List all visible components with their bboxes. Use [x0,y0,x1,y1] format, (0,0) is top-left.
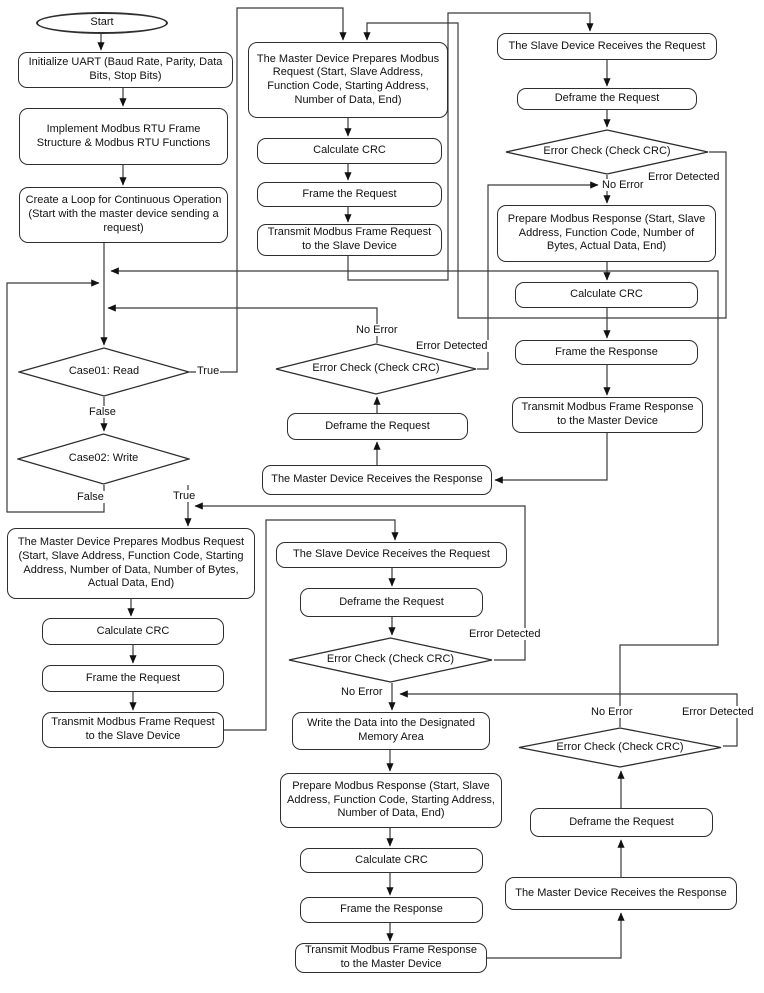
edge-label-case01-true: True [196,365,221,377]
decision-error-check-3: Error Check (Check CRC) [288,637,493,683]
decision-label: Case01: Read [68,365,140,378]
process-slave-receives-request-1: The Slave Device Receives the Request [497,33,717,60]
process-calculate-crc-1: Calculate CRC [257,138,442,164]
decision-label: Error Check (Check CRC) [326,653,455,666]
process-deframe-request-2: Deframe the Request [287,413,468,440]
process-master-prepares-read-request: The Master Device Prepares Modbus Reques… [248,42,448,118]
process-transmit-request-2: Transmit Modbus Frame Request to the Sla… [42,712,224,748]
process-deframe-request-1: Deframe the Request [517,88,697,110]
process-calculate-crc-2: Calculate CRC [515,282,698,308]
process-frame-response-1: Frame the Response [515,340,698,365]
process-frame-request-1: Frame the Request [257,182,442,207]
process-master-receives-response-1: The Master Device Receives the Response [262,465,492,495]
process-slave-receives-request-2: The Slave Device Receives the Request [276,542,507,568]
edge-label-case01-false: False [88,406,117,418]
decision-error-check-1: Error Check (Check CRC) [505,129,709,175]
process-master-receives-response-2: The Master Device Receives the Response [505,877,737,910]
edge-label-no-error-4: No Error [590,706,634,718]
edge-label-case02-true: True [172,490,197,502]
process-master-prepares-write-request: The Master Device Prepares Modbus Reques… [7,528,255,599]
process-write-data-memory: Write the Data into the Designated Memor… [292,712,490,750]
edge-label-case02-false: False [76,491,105,503]
process-transmit-response-1: Transmit Modbus Frame Response to the Ma… [512,397,703,433]
decision-label: Error Check (Check CRC) [556,740,684,753]
process-initialize-uart: Initialize UART (Baud Rate, Parity, Data… [18,52,233,88]
process-transmit-response-2: Transmit Modbus Frame Response to the Ma… [295,943,487,973]
start-terminator: Start [36,12,168,34]
decision-label: Error Check (Check CRC) [312,362,440,375]
process-transmit-request-1: Transmit Modbus Frame Request to the Sla… [257,224,442,256]
process-implement-modbus-rtu: Implement Modbus RTU Frame Structure & M… [19,108,228,165]
decision-case01-read: Case01: Read [18,347,190,397]
process-frame-response-2: Frame the Response [300,897,483,923]
edge-label-error-detected-3: Error Detected [468,628,542,640]
process-frame-request-2: Frame the Request [42,665,224,692]
decision-label: Case02: Write [68,452,139,465]
edge-label-error-detected-2: Error Detected [415,340,489,352]
process-prepare-response-2: Prepare Modbus Response (Start, Slave Ad… [280,773,502,828]
edge-label-no-error-3: No Error [340,686,384,698]
edge-label-error-detected-4: Error Detected [681,706,755,718]
decision-case02-write: Case02: Write [17,433,190,485]
process-deframe-request-3: Deframe the Request [300,588,483,617]
decision-label: Error Check (Check CRC) [543,145,671,158]
edge-label-no-error-1: No Error [601,179,645,191]
process-deframe-request-4: Deframe the Request [530,808,713,837]
process-create-loop: Create a Loop for Continuous Operation (… [19,187,228,243]
process-prepare-response-1: Prepare Modbus Response (Start, Slave Ad… [497,205,716,262]
edge-label-no-error-2: No Error [355,324,399,336]
process-calculate-crc-3: Calculate CRC [42,618,224,645]
process-calculate-crc-4: Calculate CRC [300,848,483,873]
decision-error-check-4: Error Check (Check CRC) [518,727,722,768]
decision-error-check-2: Error Check (Check CRC) [275,343,477,395]
edge-label-error-detected-1: Error Detected [647,171,721,183]
